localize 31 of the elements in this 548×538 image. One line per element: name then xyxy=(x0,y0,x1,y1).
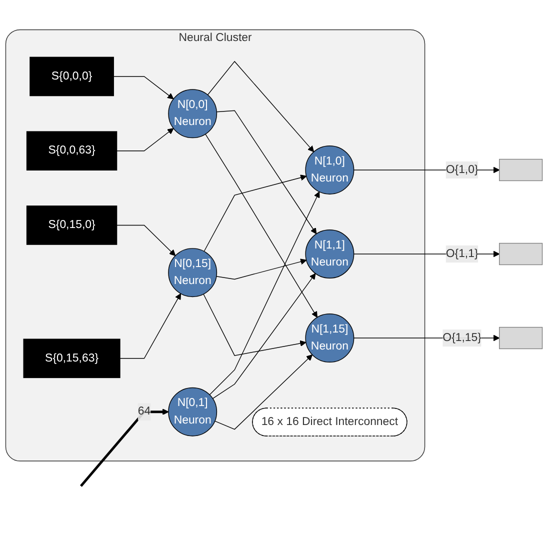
arrow xyxy=(214,354,313,430)
node-box: S{0,0,63} xyxy=(26,132,118,171)
node-box xyxy=(499,159,543,182)
node-circle: N[1,15] Neuron xyxy=(305,314,354,363)
node-box xyxy=(499,327,543,350)
edge-label: O{1,1} xyxy=(446,248,478,260)
node-circle: N[1,1] Neuron xyxy=(305,230,354,279)
node-circle: N[0,0] Neuron xyxy=(168,90,218,139)
edge-label: O{1,15} xyxy=(442,332,482,344)
arrow xyxy=(207,61,314,152)
node-box: S{0,15,63} xyxy=(23,339,120,378)
arrow xyxy=(216,258,307,280)
node-box: S{0,0,0} xyxy=(30,57,114,97)
arrow xyxy=(204,174,307,252)
node-box xyxy=(499,243,543,266)
node-circle: N[0,1] Neuron xyxy=(168,388,218,437)
arrow xyxy=(216,110,317,235)
arrow xyxy=(116,225,176,256)
arrow xyxy=(120,294,182,360)
node-circle: N[0,15] Neuron xyxy=(168,248,218,298)
edge-label: O{1,0} xyxy=(446,164,478,176)
arrow xyxy=(113,76,174,100)
arrow xyxy=(209,192,320,396)
arrow xyxy=(116,128,174,152)
arrow xyxy=(212,274,316,400)
node-box: S{0,15,0} xyxy=(26,206,118,246)
arrow xyxy=(203,294,306,356)
node-circle: N[1,0] Neuron xyxy=(305,146,354,195)
arrow xyxy=(80,409,169,488)
arrow xyxy=(205,134,318,318)
edge-label: 64 xyxy=(138,406,151,418)
